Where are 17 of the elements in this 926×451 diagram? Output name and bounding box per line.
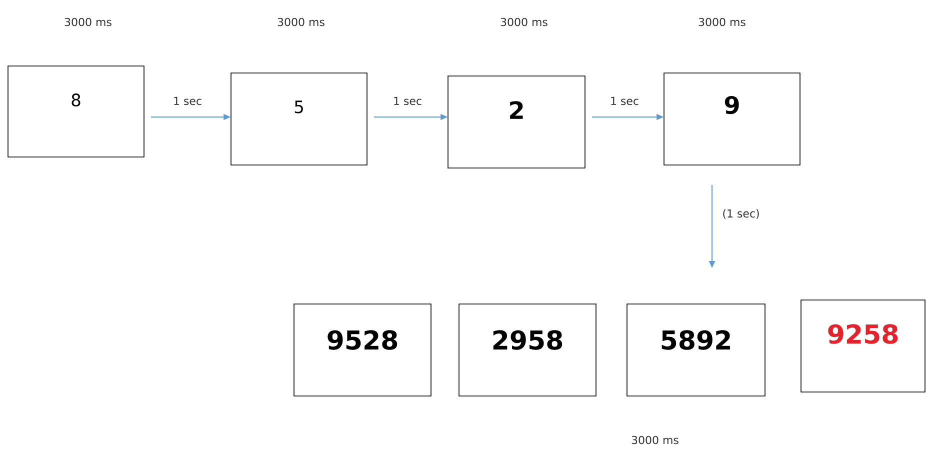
edge-label: 1 sec	[394, 96, 422, 106]
edge-label: (1 sec)	[723, 209, 759, 219]
duration-label: 3000 ms	[278, 18, 324, 26]
number-box: 9528	[294, 304, 432, 396]
number-box: 2	[448, 76, 586, 168]
number-box: 5	[230, 72, 368, 166]
number-box: 9258	[800, 300, 926, 392]
number-box: 5892	[626, 304, 766, 396]
edge-label: 1 sec	[611, 96, 638, 106]
number-box: 8	[8, 66, 144, 158]
duration-label: 3000 ms	[500, 18, 548, 26]
duration-label: 3000 ms	[632, 436, 678, 444]
number-box: 2958	[458, 304, 596, 396]
duration-label: 3000 ms	[698, 18, 746, 26]
edge-label: 1 sec	[174, 96, 202, 106]
number-box: 9	[664, 72, 800, 166]
duration-label: 3000 ms	[64, 18, 112, 26]
